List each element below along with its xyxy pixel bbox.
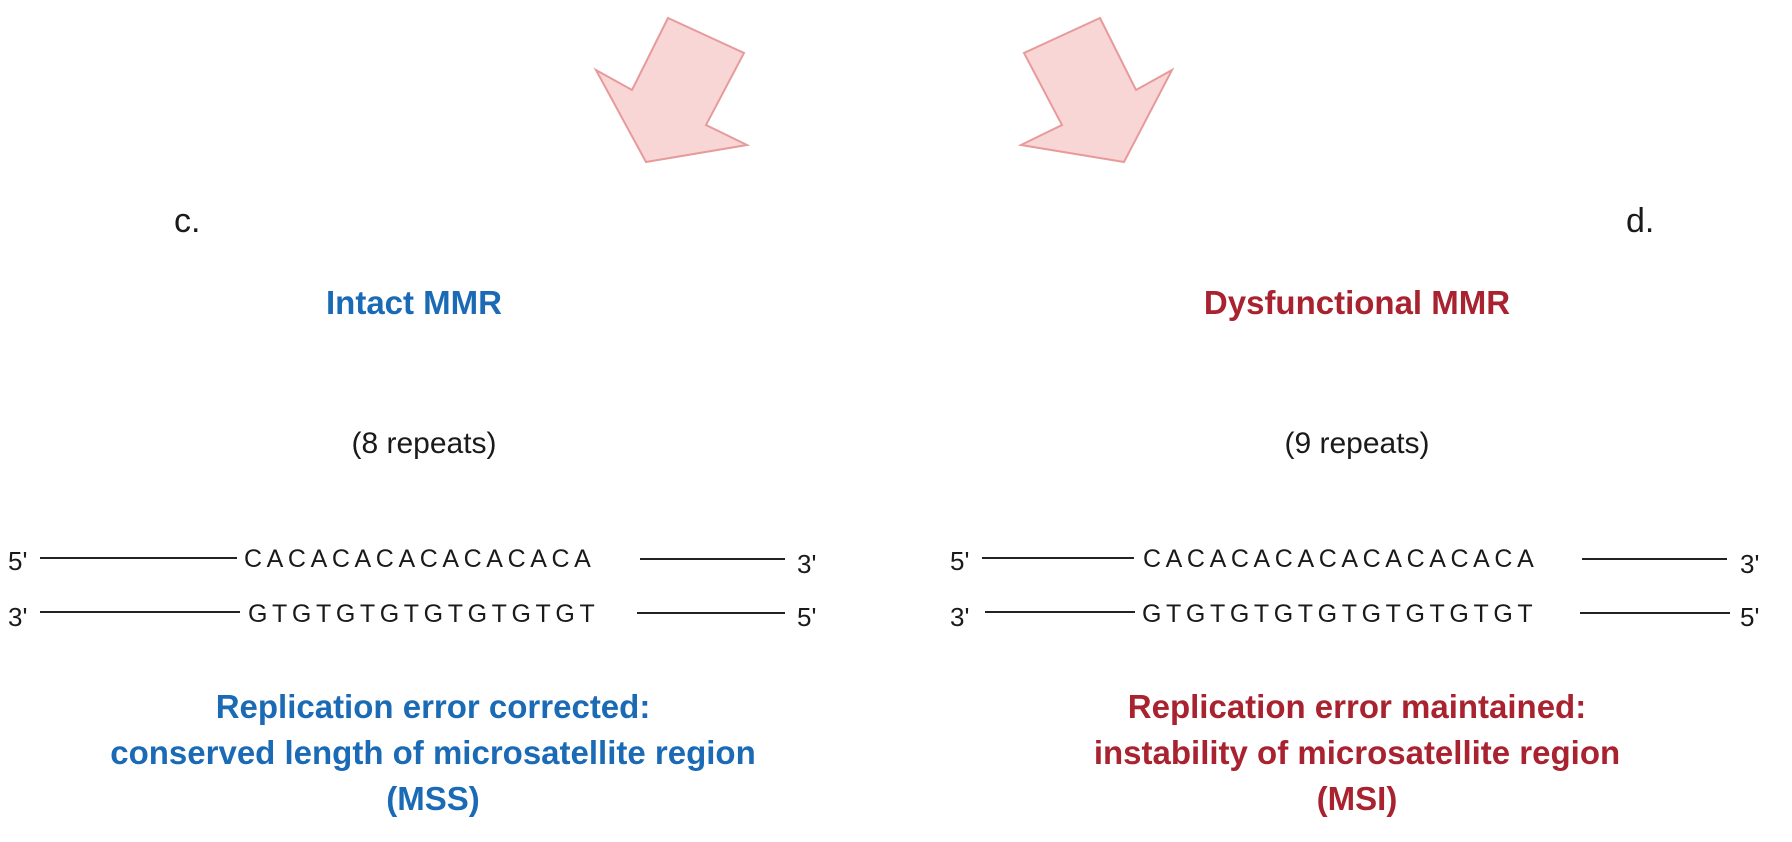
caption-line: Replication error corrected: [215,688,651,725]
strand-line [40,557,237,559]
strand-line [640,558,785,560]
strand-line [982,557,1134,559]
strand-end-3prime: 3' [950,602,970,632]
caption-mss: Replication error corrected: conserved l… [80,684,786,822]
strand-end-3prime: 3' [797,549,817,579]
arrow-down-right-icon [1017,16,1175,164]
caption-line: conserved length of microsatellite regio… [110,734,756,771]
strand-end-5prime: 5' [797,602,817,632]
strand-end-5prime: 5' [950,546,970,576]
strand-line [40,611,240,613]
strand-end-3prime: 3' [1740,549,1760,579]
caption-line: Replication error maintained: [1127,688,1587,725]
sequence-top: CACACACACACACACA [244,545,596,573]
title-intact-mmr: Intact MMR [326,284,502,321]
strand-line [637,612,785,614]
strand-line [985,611,1135,613]
title-dysfunctional-mmr: Dysfunctional MMR [1203,284,1511,321]
strand-end-5prime: 5' [1740,602,1760,632]
caption-msi: Replication error maintained: instabilit… [1007,684,1707,822]
caption-line: instability of microsatellite region [1093,734,1621,771]
strand-end-3prime: 3' [8,602,28,632]
repeats-label: (8 repeats) [351,427,497,460]
panel-letter-d: d. [1626,202,1655,240]
repeats-label: (9 repeats) [1284,427,1430,460]
strand-end-5prime: 5' [8,546,28,576]
sequence-bottom: GTGTGTGTGTGTGTGTGT [1142,600,1538,628]
sequence-bottom: GTGTGTGTGTGTGTGT [248,600,600,628]
strand-line [1580,612,1730,614]
caption-line: (MSI) [1316,780,1398,817]
strand-line [1582,558,1727,560]
panel-letter-c: c. [174,202,201,240]
arrow-down-left-icon [593,16,751,164]
sequence-top: CACACACACACACACACA [1143,545,1539,573]
caption-line: (MSS) [386,780,480,817]
